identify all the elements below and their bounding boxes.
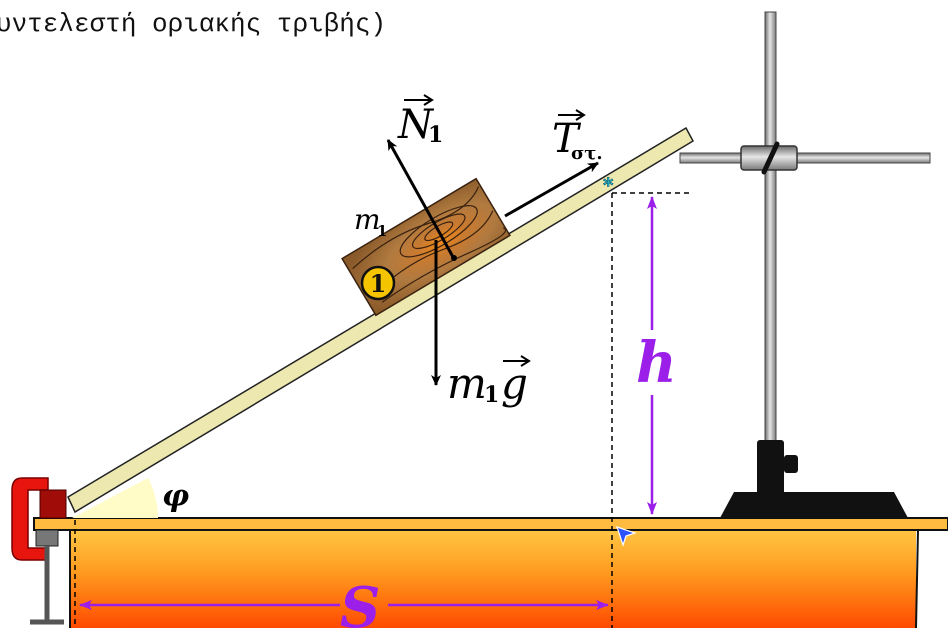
weight-label: m 1 g	[447, 355, 531, 408]
clamp-screw-block	[35, 529, 59, 547]
stand-collar	[757, 440, 784, 496]
mass-subscript: 1	[377, 222, 387, 240]
table	[33, 517, 948, 628]
angle-label: φ	[162, 479, 189, 514]
weight-mass-subscript: 1	[484, 382, 499, 408]
c-clamp	[11, 477, 67, 625]
block-number-badge: 1	[360, 265, 396, 301]
friction-label: T στ.	[552, 109, 603, 164]
height-label: h	[636, 330, 677, 396]
mass-label: m 1	[354, 203, 387, 240]
distance-label: S	[340, 575, 380, 628]
stand-base	[720, 492, 908, 518]
friction-vector-head	[575, 109, 586, 121]
normal-vector-head	[423, 94, 434, 106]
clamp-pad	[39, 489, 67, 519]
normal-force-subscript: 1	[428, 122, 443, 148]
height-dimension: h	[636, 196, 677, 515]
normal-force-symbol: N	[397, 102, 435, 148]
friction-subscript: στ.	[571, 143, 603, 164]
stand-knob	[784, 455, 798, 473]
block-number-text: 1	[370, 269, 387, 298]
table-body	[70, 528, 916, 628]
mass-symbol: m	[354, 203, 381, 236]
stand-horizontal-rod	[679, 152, 931, 164]
cyan-asterisk-icon: *	[603, 173, 614, 197]
table-top	[33, 517, 948, 531]
weight-mass-symbol: m	[447, 359, 487, 408]
ramp-plank	[67, 126, 694, 514]
distance-dimension: S	[79, 575, 609, 628]
stand-vertical-rod	[764, 11, 777, 445]
ramp-board	[67, 126, 694, 518]
angle-shade	[72, 478, 158, 518]
friction-force-arrow	[504, 161, 599, 218]
weight-vector-head	[520, 355, 531, 367]
table-right-leg	[915, 529, 948, 628]
caption-text: υντελεστή οριακής τριβής)	[0, 9, 386, 39]
normal-force-arrow	[386, 139, 455, 258]
reference-dashes	[74, 192, 692, 628]
retort-stand	[679, 11, 931, 518]
center-of-mass-dot	[451, 255, 457, 261]
normal-force-label: N 1	[397, 94, 443, 148]
weight-g-symbol: g	[501, 359, 528, 408]
stand-screw	[761, 141, 780, 175]
pointer-cursor-icon	[616, 526, 637, 547]
friction-symbol: T	[552, 116, 582, 162]
